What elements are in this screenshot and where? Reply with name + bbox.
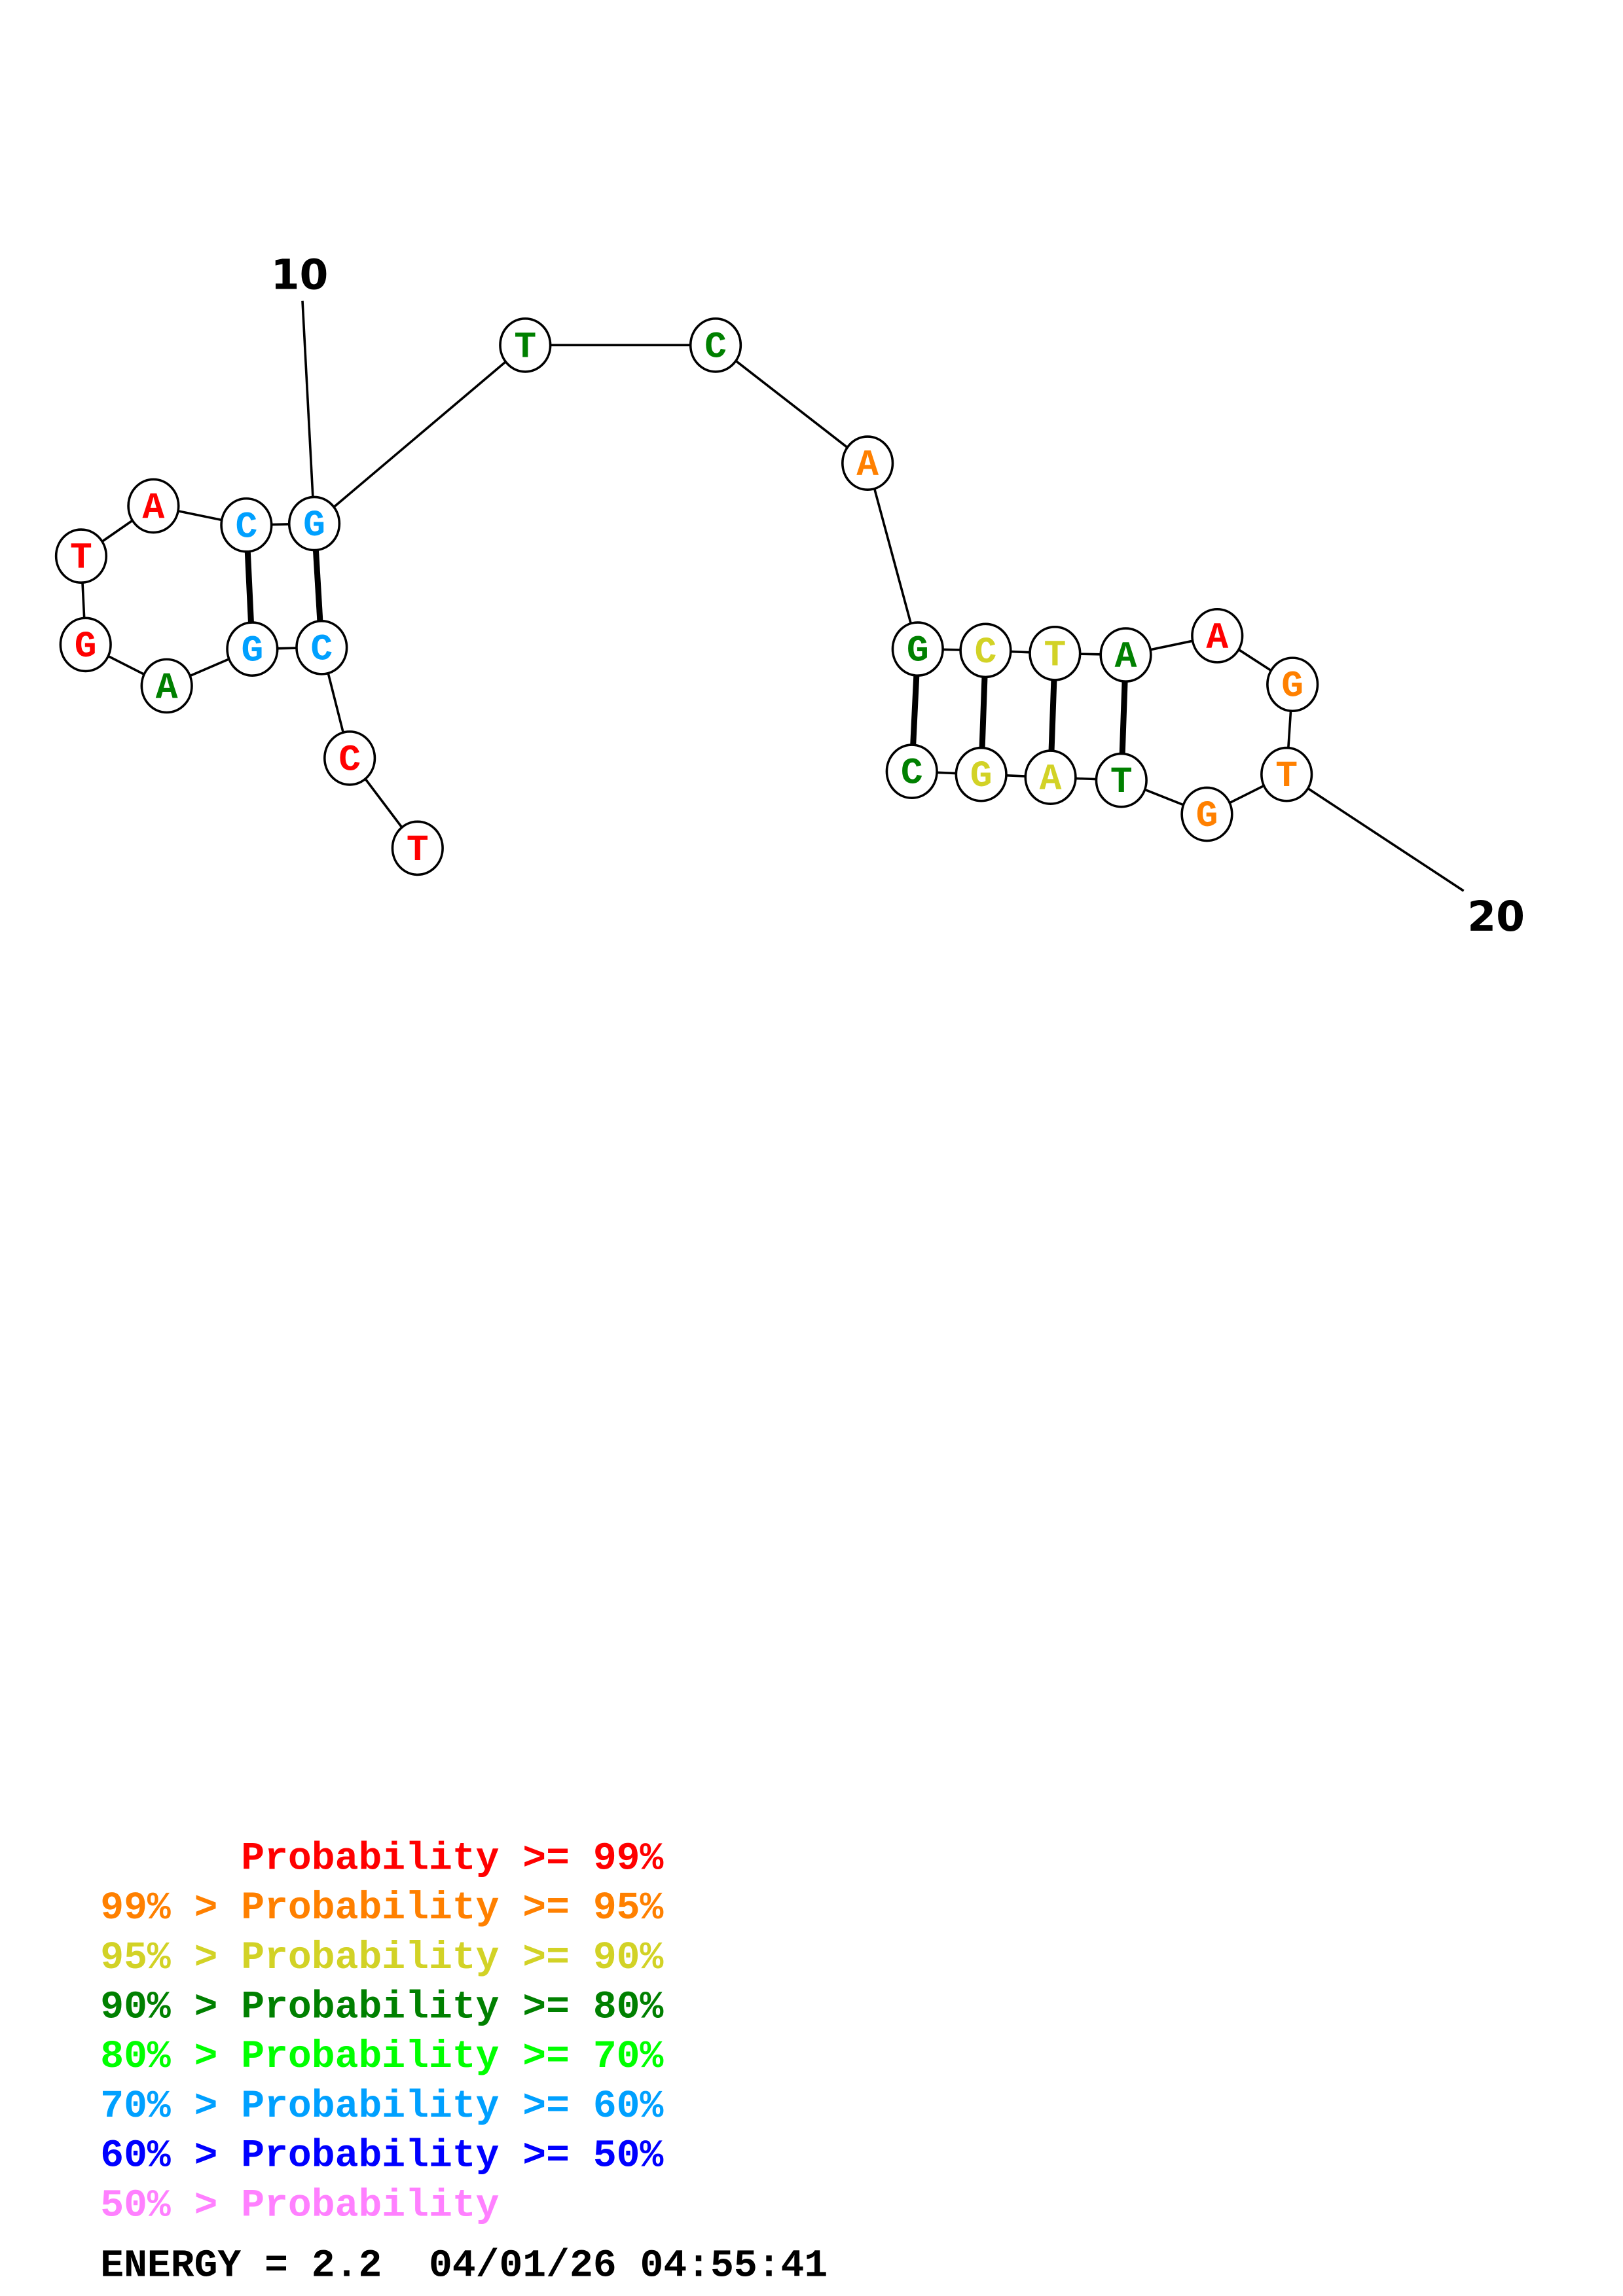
position-label: 10: [271, 251, 329, 299]
nucleotide-circle: [127, 478, 180, 534]
nucleotide-letter: G: [75, 626, 97, 668]
nucleotide-node: C: [323, 730, 376, 786]
nucleotide-circle: [1191, 607, 1244, 664]
energy-footer: ENERGY = 2.2 04/01/26 04:55:41: [100, 2243, 828, 2287]
legend-line: 95% > Probability >= 90%: [100, 1935, 663, 1980]
nucleotide-node: C: [885, 744, 938, 800]
nucleotide-circle: [499, 317, 552, 373]
nucleotide-circle: [140, 658, 193, 714]
legend-line: 50% > Probability: [100, 2183, 499, 2227]
nucleotide-circle: [891, 621, 944, 677]
nucleotide-circle: [1266, 656, 1319, 713]
nucleotide-letter: G: [1196, 795, 1218, 837]
nucleotide-circle: [959, 622, 1012, 679]
nucleotide-letter: C: [975, 632, 997, 673]
nucleotide-letter: A: [142, 487, 164, 529]
nucleotide-letter: G: [241, 630, 263, 672]
nucleotide-node: A: [1024, 749, 1077, 806]
nucleotide-letter: G: [907, 630, 929, 672]
backbone-link: [714, 344, 869, 465]
nucleotide-node: T: [1095, 752, 1148, 808]
nucleotides: T C C G A G T A C G T C A G C T A A G T G T A G C: [54, 317, 1319, 876]
legend-line: 80% > Probability >= 70%: [100, 2034, 663, 2079]
nucleotide-circle: [323, 730, 376, 786]
nucleotide-node: C: [959, 622, 1012, 679]
nucleotide-letter: A: [1040, 759, 1062, 800]
nucleotide-letter: C: [704, 326, 727, 368]
nucleotide-letter: G: [1281, 666, 1304, 708]
nucleotide-node: T: [391, 820, 444, 876]
nucleotide-letter: G: [970, 755, 993, 797]
nucleotide-node: C: [295, 619, 348, 675]
nucleotide-letter: A: [856, 444, 879, 486]
nucleotide-node: G: [287, 495, 341, 552]
nucleotide-circle: [1024, 749, 1077, 806]
nucleotide-node: C: [689, 317, 742, 373]
legend-line: 90% > Probability >= 80%: [100, 1985, 663, 2030]
nucleotide-letter: A: [1206, 617, 1228, 658]
nucleotide-circle: [287, 495, 341, 552]
probability-legend: Probability >= 99% 99% > Probability >= 9…: [100, 1836, 663, 2227]
nucleotide-circle: [1180, 786, 1233, 842]
position-label-tick: [1286, 773, 1465, 892]
nucleotide-circle: [1099, 627, 1152, 683]
nucleotide-circle: [295, 619, 348, 675]
nucleotide-node: A: [140, 658, 193, 714]
nucleotide-letter: G: [303, 505, 325, 547]
nucleotide-node: A: [841, 435, 894, 492]
nucleotide-letter: C: [901, 753, 923, 795]
position-labels: 10 20: [271, 251, 1525, 941]
nucleotide-circle: [689, 317, 742, 373]
nucleotide-letter: T: [514, 326, 536, 368]
nucleotide-node: G: [226, 621, 279, 677]
nucleotide-letter: A: [1115, 636, 1137, 678]
nucleotide-circle: [226, 621, 279, 677]
nucleotide-letter: T: [1275, 755, 1298, 797]
nucleotide-letter: T: [1110, 761, 1133, 803]
position-label-tick: [301, 300, 316, 524]
nucleotide-letter: C: [310, 628, 333, 670]
backbone-link: [313, 344, 526, 525]
nucleotide-letter: C: [338, 739, 361, 781]
nucleotide-circle: [955, 746, 1008, 802]
nucleotide-node: A: [1099, 627, 1152, 683]
nucleotide-node: T: [1260, 746, 1313, 802]
nucleotide-circle: [54, 528, 108, 584]
nucleotide-circle: [885, 744, 938, 800]
legend-line: 70% > Probability >= 60%: [100, 2084, 663, 2128]
backbone-link: [866, 463, 919, 650]
nucleotide-letter: A: [156, 667, 178, 709]
nucleotide-circle: [220, 497, 273, 553]
nucleotide-node: G: [891, 621, 944, 677]
nucleotide-node: G: [955, 746, 1008, 802]
nucleotide-circle: [1029, 625, 1082, 681]
nucleotide-node: G: [1180, 786, 1233, 842]
legend-line: 60% > Probability >= 50%: [100, 2134, 663, 2178]
nucleotide-circle: [59, 617, 112, 673]
nucleotide-circle: [1260, 746, 1313, 802]
legend-line: 99% > Probability >= 95%: [100, 1886, 663, 1930]
nucleotide-letter: C: [235, 506, 257, 548]
nucleotide-node: T: [1029, 625, 1082, 681]
nucleotide-node: G: [1266, 656, 1319, 713]
nucleotide-circle: [841, 435, 894, 492]
nucleotide-node: G: [59, 617, 112, 673]
nucleotide-node: T: [54, 528, 108, 584]
nucleotide-circle: [391, 820, 444, 876]
nucleotide-node: A: [127, 478, 180, 534]
nucleotide-letter: T: [1044, 634, 1066, 676]
nucleotide-node: T: [499, 317, 552, 373]
nucleotide-letter: T: [407, 829, 429, 871]
nucleotide-circle: [1095, 752, 1148, 808]
position-label: 20: [1467, 892, 1525, 941]
nucleotide-letter: T: [70, 537, 92, 579]
nucleotide-node: C: [220, 497, 273, 553]
nucleotide-node: A: [1191, 607, 1244, 664]
legend-line: Probability >= 99%: [100, 1836, 663, 1880]
